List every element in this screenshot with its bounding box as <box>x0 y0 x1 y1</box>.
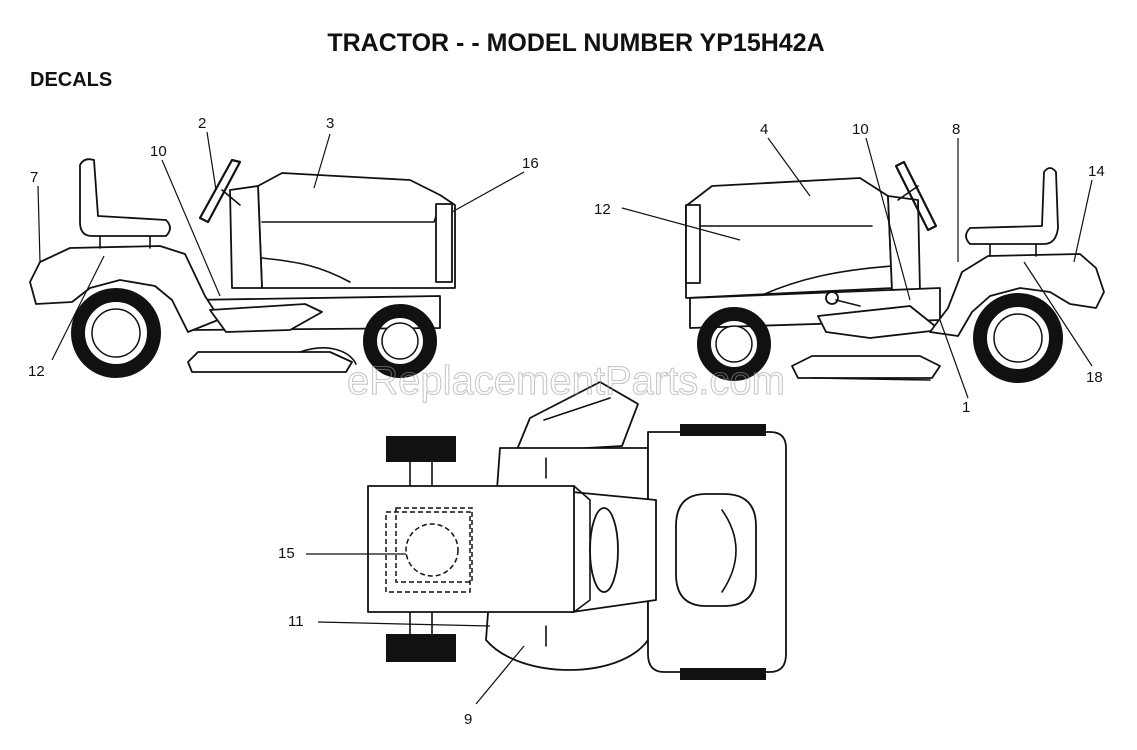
seat-right <box>965 167 1059 245</box>
tractor-top-view <box>367 381 787 680</box>
callout-14: 14 <box>1088 163 1105 180</box>
page-title: TRACTOR - - MODEL NUMBER YP15H42A <box>327 29 824 57</box>
callout-10-left: 10 <box>150 143 167 160</box>
leader-lines <box>37 131 1093 705</box>
callout-labels: 7 2 3 10 16 12 4 10 8 14 12 18 1 15 11 9 <box>28 115 1105 728</box>
front-wheel <box>363 304 437 378</box>
callout-3: 3 <box>326 115 334 132</box>
callout-12-right: 12 <box>594 201 611 218</box>
callout-15: 15 <box>278 545 295 562</box>
callout-8: 8 <box>952 121 960 138</box>
mower-deck <box>187 351 353 373</box>
rear-wheel <box>71 288 161 378</box>
hood-right <box>685 177 893 299</box>
callout-10-right: 10 <box>852 121 869 138</box>
tractor-left-side-view <box>29 158 456 378</box>
mower-deck-right <box>791 355 941 379</box>
callout-9: 9 <box>464 711 472 728</box>
rear-fender-right <box>929 253 1105 337</box>
callout-7: 7 <box>30 169 38 186</box>
section-heading: DECALS <box>30 69 112 91</box>
tractor-right-side-view <box>685 160 1105 383</box>
seat <box>79 158 171 237</box>
callout-16: 16 <box>522 155 539 172</box>
callout-11: 11 <box>288 613 304 630</box>
callout-1: 1 <box>962 399 970 416</box>
rear-fender <box>29 245 229 333</box>
callout-18: 18 <box>1086 369 1103 386</box>
callout-4: 4 <box>760 121 768 138</box>
callout-2: 2 <box>198 115 206 132</box>
front-wheel-right <box>697 307 771 381</box>
watermark: eReplacementParts.com <box>347 359 785 403</box>
rear-wheel-right <box>973 293 1063 383</box>
callout-12-left: 12 <box>28 363 45 380</box>
hood <box>257 172 456 289</box>
